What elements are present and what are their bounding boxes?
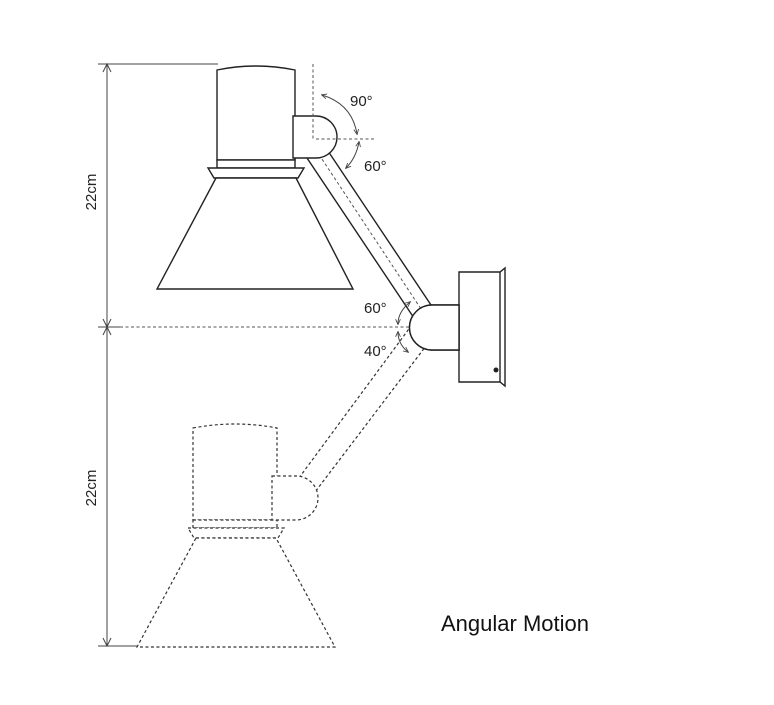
diagram-title: Angular Motion: [441, 611, 589, 636]
angle-label-60-shade: 60°: [364, 158, 387, 175]
height-label-lower: 22cm: [83, 470, 100, 507]
angle-guides: [312, 64, 410, 352]
angle-label-40-arm: 40°: [364, 343, 387, 360]
height-label-upper: 22cm: [83, 174, 100, 211]
lamp-lower-position: [135, 321, 433, 648]
dimension-lines: [98, 62, 218, 648]
lamp-upper-position: [155, 65, 460, 351]
angle-label-60-arm: 60°: [364, 300, 387, 317]
angle-label-90: 90°: [350, 93, 373, 110]
